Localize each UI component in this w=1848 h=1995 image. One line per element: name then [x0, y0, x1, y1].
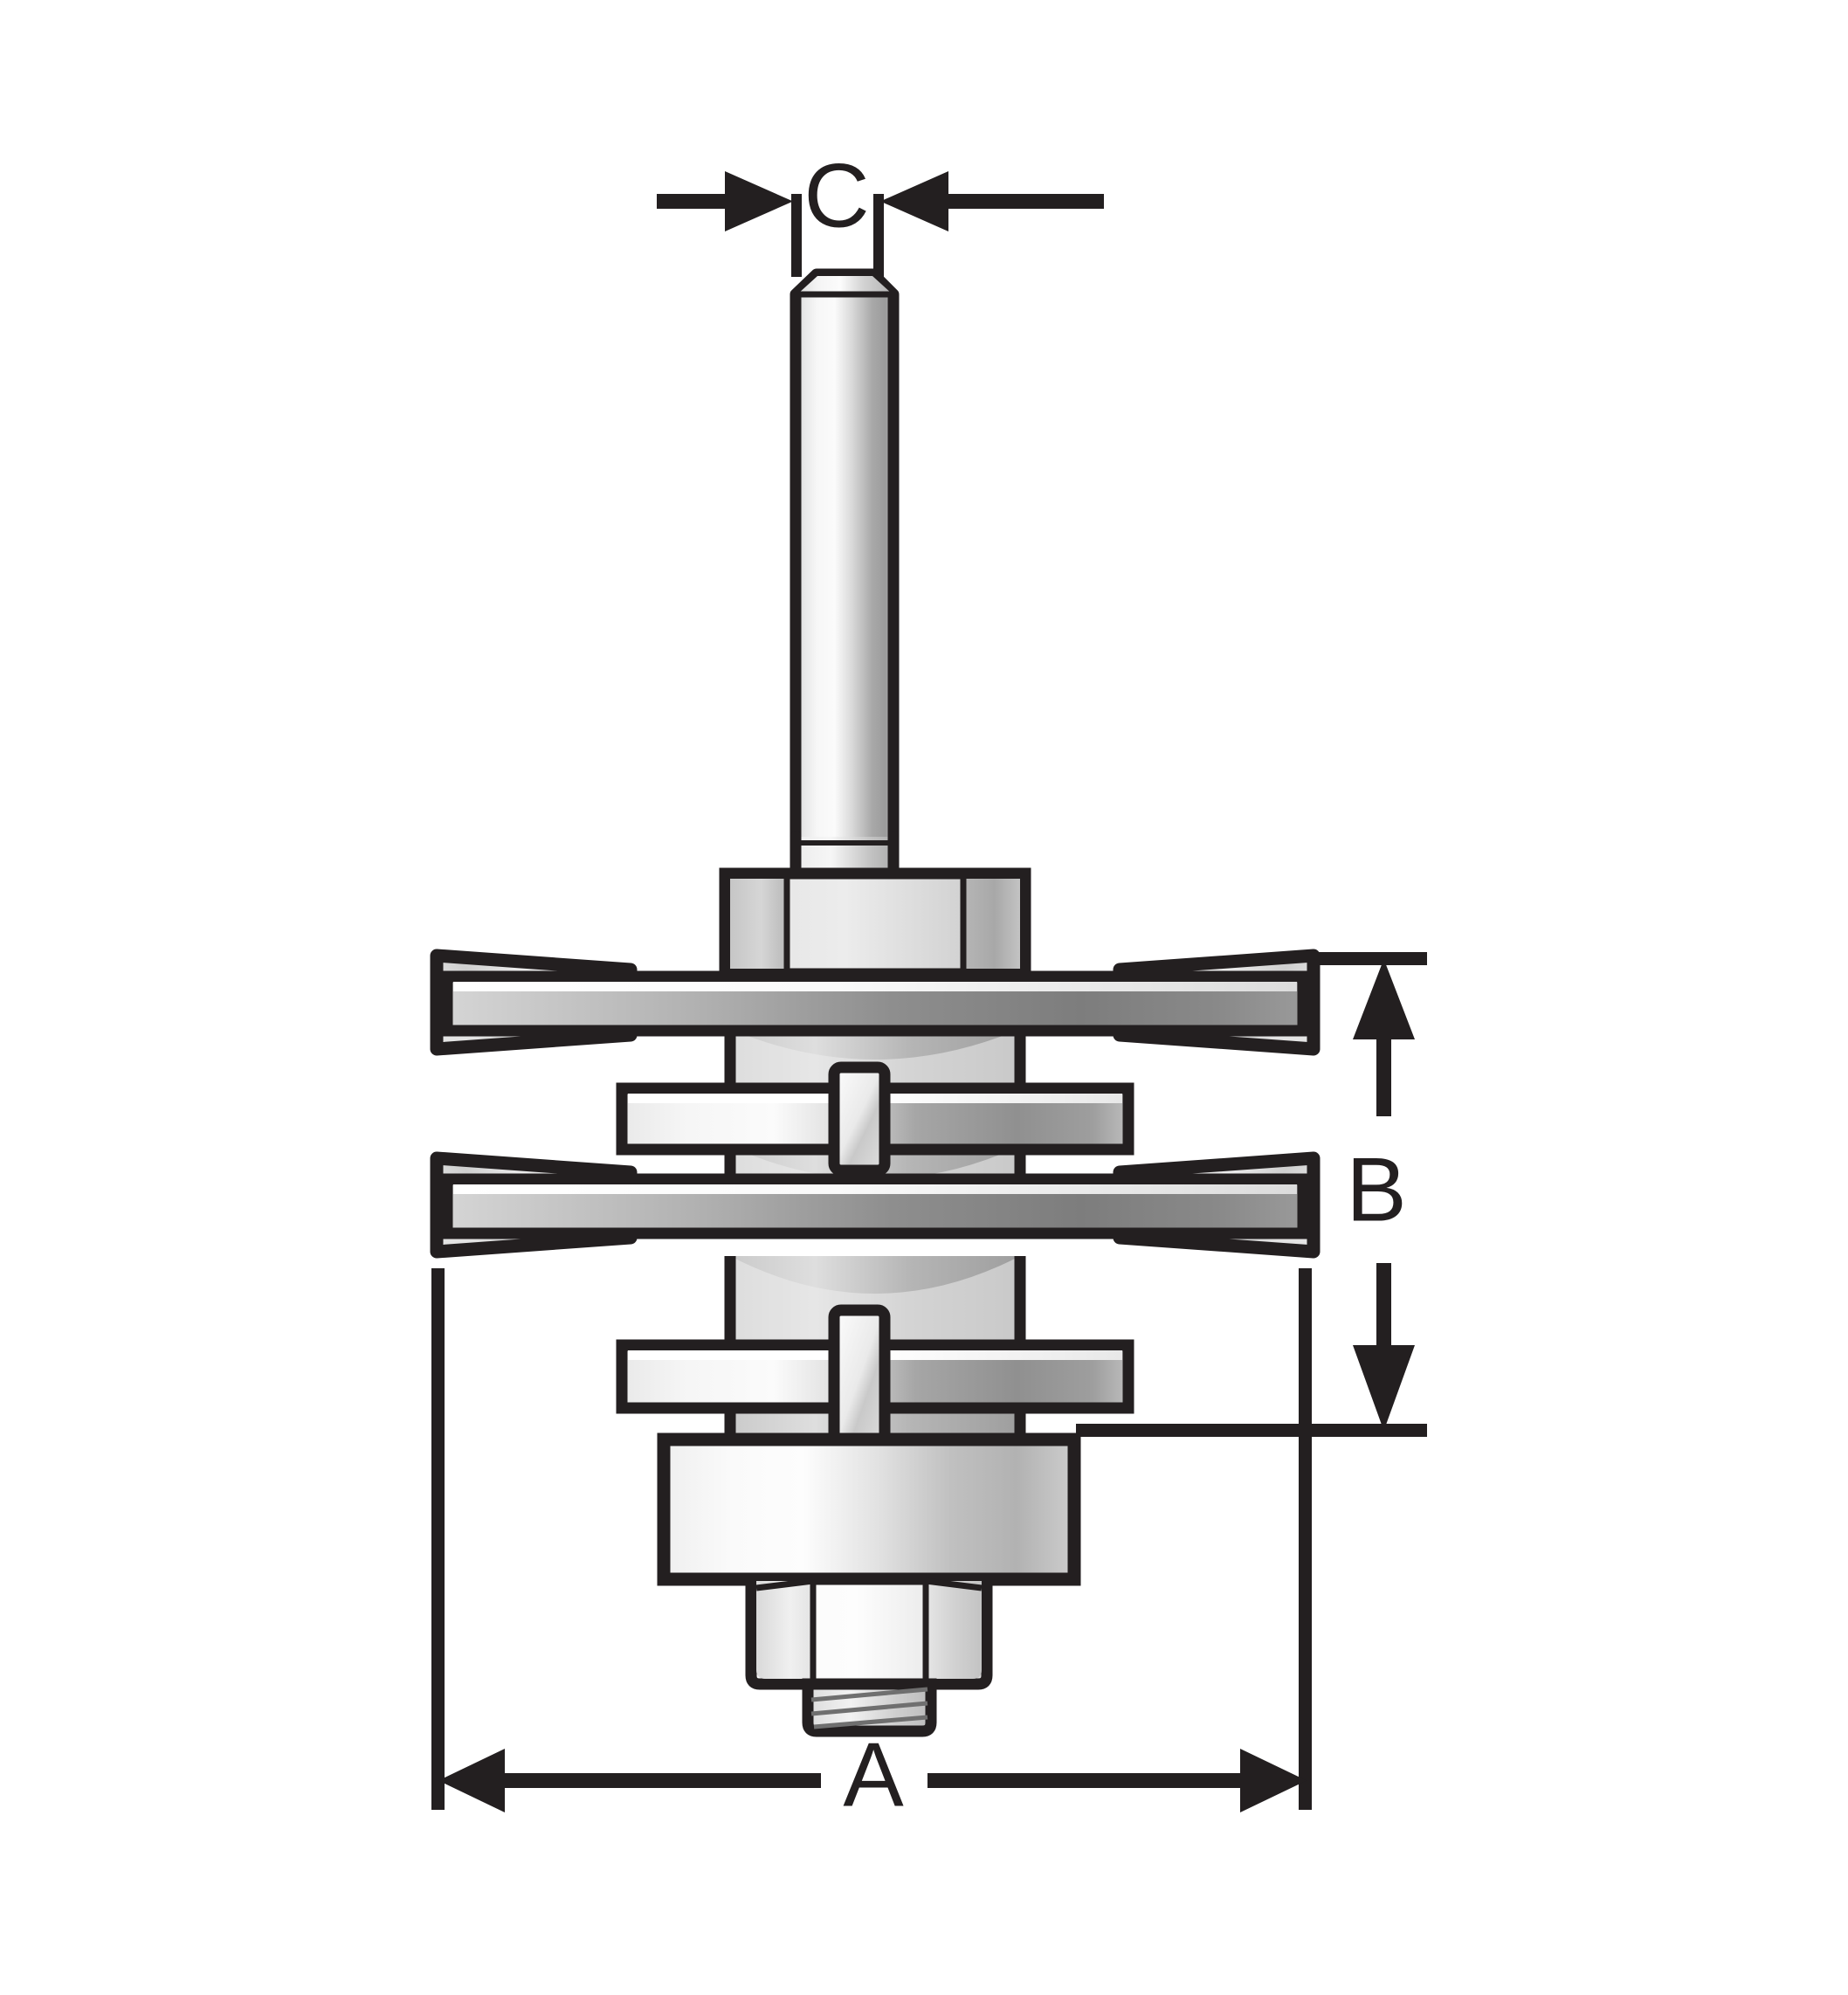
cutter-upper: [430, 949, 1320, 1056]
dimension-c-left-shaft: [657, 194, 725, 209]
hex-nut-facet-right: [926, 1581, 982, 1679]
threaded-stud: [802, 1678, 937, 1737]
thread-line-3: [813, 1715, 928, 1729]
shank-top-chamfer-face: [798, 276, 892, 293]
arbor-body-facet-left: [730, 879, 787, 969]
shank-body: [790, 268, 900, 849]
dimension-a-label: A: [843, 1724, 904, 1826]
dimension-c-right-arrowhead: [880, 171, 948, 231]
dimension-b-lower-arrowhead: [1353, 1345, 1415, 1431]
hex-nut-top-chamfer: [755, 1577, 983, 1591]
cutter-lower-top-highlight: [453, 1184, 1297, 1194]
shim-upper-key-tab: [828, 1061, 891, 1177]
dimension-a-right-extension-line: [1299, 1268, 1312, 1810]
dimension-a-right-shaft: [927, 1773, 1251, 1788]
hex-nut-facet-left: [756, 1581, 813, 1679]
dimension-a: A: [431, 1268, 1312, 1826]
dimension-a-left-shaft: [489, 1773, 821, 1788]
arbor-shaft-seg-1-highlight: [730, 1029, 1020, 1092]
arbor-body-facet-right: [963, 879, 1020, 969]
dimension-c: C: [657, 145, 1104, 277]
dimension-b-label: B: [1346, 1139, 1406, 1240]
dimension-a-left-extension-line: [431, 1268, 445, 1810]
shim-lower-key-tab: [828, 1304, 891, 1460]
hex-nut: [745, 1573, 993, 1690]
arbor-body-upper: [719, 867, 1031, 980]
arbor-shaft-seg-3-highlight: [730, 1256, 1020, 1350]
dimension-b-upper-arrowhead: [1353, 959, 1415, 1039]
dimension-c-right-shaft: [948, 194, 1104, 209]
cutter-lower: [430, 1151, 1320, 1259]
dimension-b-bottom-reference-line: [1076, 1424, 1427, 1437]
shim-upper: [616, 1061, 1134, 1177]
shim-lower: [616, 1304, 1134, 1460]
dimension-a-left-arrowhead: [438, 1749, 505, 1812]
thread-line-2: [810, 1701, 928, 1716]
dimension-a-right-arrowhead: [1240, 1749, 1307, 1812]
dimension-c-left-extension-line: [791, 194, 802, 277]
cutter-upper-top-highlight: [453, 982, 1297, 991]
dimension-b-lower-shaft: [1376, 1263, 1391, 1366]
thread-line-1: [810, 1687, 928, 1702]
bearing-washer-block: [657, 1432, 1081, 1586]
dimension-c-right-extension-line: [873, 194, 884, 277]
shank-group: [790, 268, 900, 849]
dimension-b-top-reference-line: [1314, 952, 1427, 965]
dimension-b: B: [1076, 952, 1427, 1437]
bearing-washer: [657, 1432, 1081, 1586]
dimension-c-label: C: [803, 145, 869, 246]
dimension-c-left-arrowhead: [725, 171, 793, 231]
